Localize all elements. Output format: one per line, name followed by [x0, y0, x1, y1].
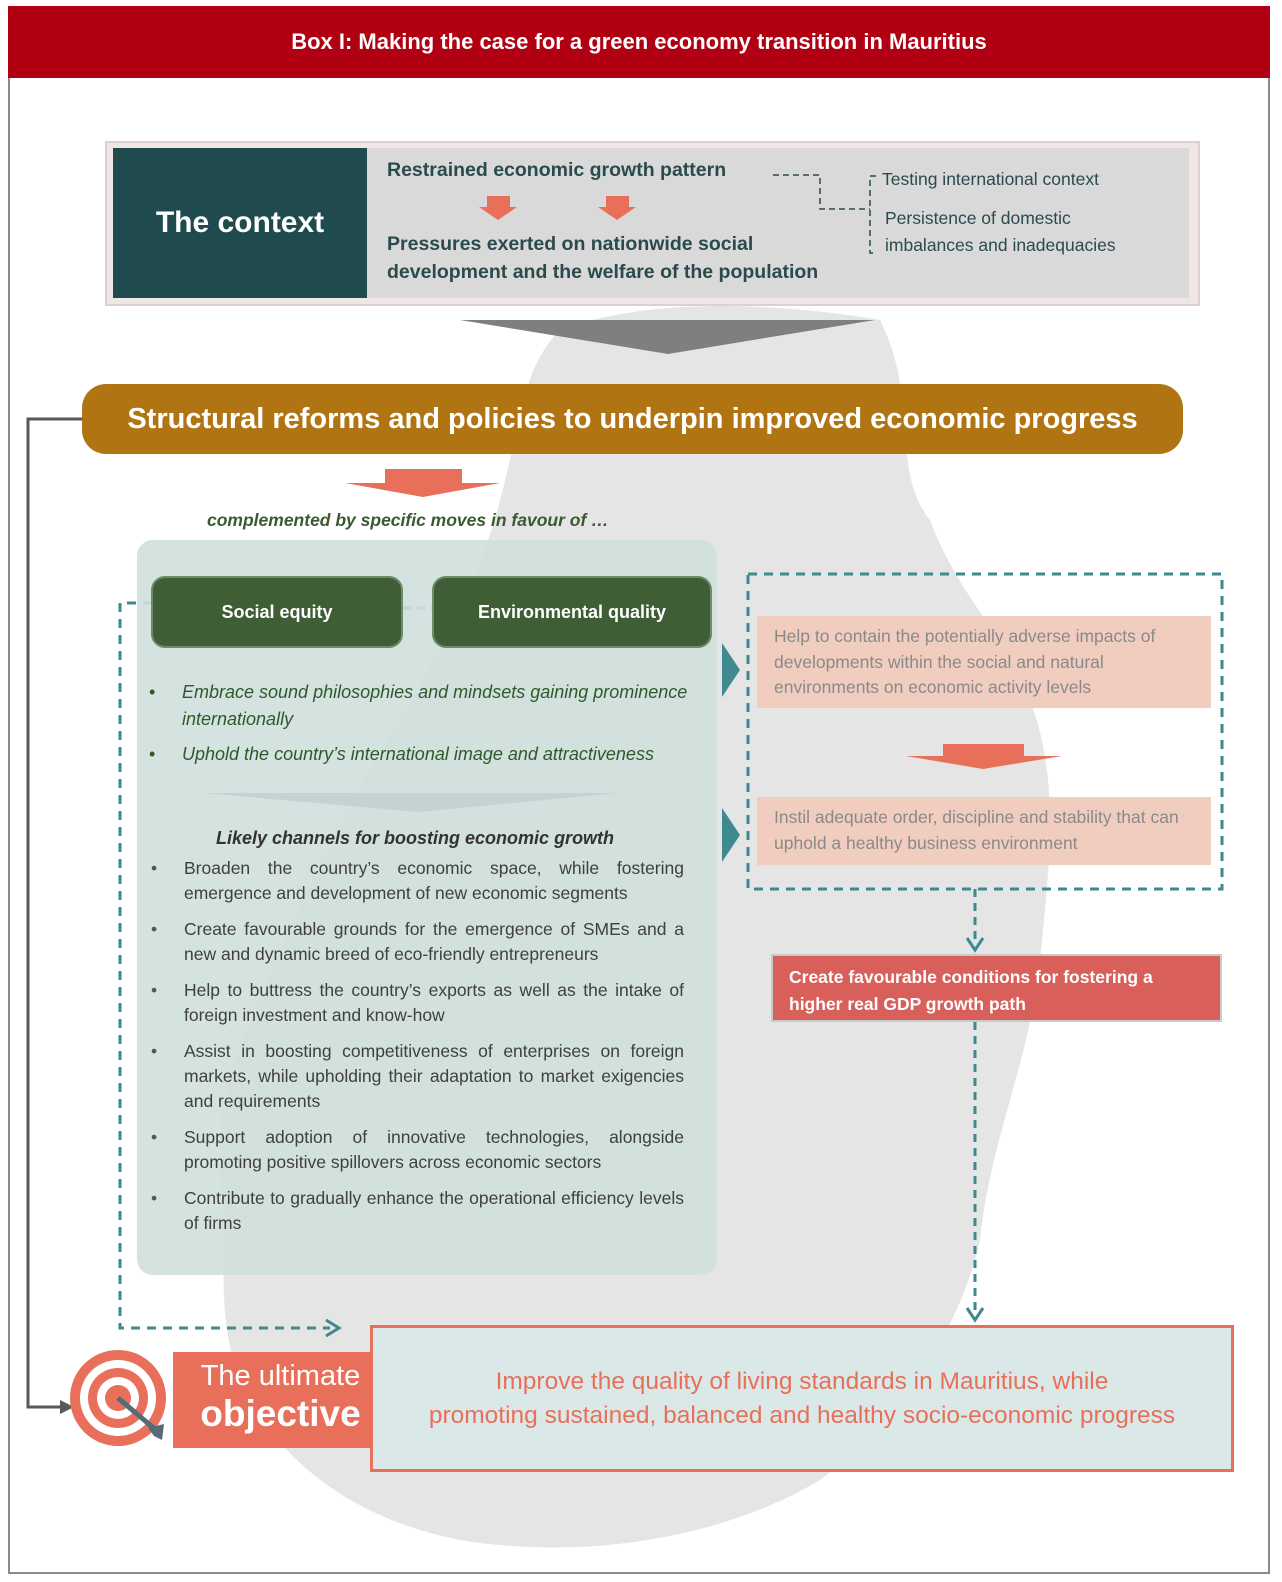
box-title: Box I: Making the case for a green econo…	[8, 6, 1270, 78]
list-item: Embrace sound philosophies and mindsets …	[137, 679, 712, 733]
contain-impacts-box: Help to contain the potentially adverse …	[757, 616, 1211, 708]
feedback-arrowhead-icon	[60, 1400, 74, 1414]
equity-arrowhead-icon	[325, 1318, 342, 1338]
feedback-line	[26, 417, 82, 1409]
list-item: Help to buttress the country’s exports a…	[137, 978, 684, 1028]
environmental-quality-pill: Environmental quality	[432, 576, 712, 648]
objective-line-1: Improve the quality of living standards …	[495, 1367, 1109, 1395]
pressures-line-2: development and the welfare of the popul…	[387, 261, 819, 283]
orange-down-arrow-icon	[906, 744, 1062, 769]
gdp-line-1: Create favourable conditions for fosteri…	[789, 967, 1153, 987]
domestic-line-2: imbalances and inadequacies	[885, 235, 1116, 255]
testing-context-text: Testing international context	[882, 169, 1099, 189]
domestic-line-1: Persistence of domestic	[885, 208, 1071, 228]
domestic-imbalances-text: Persistence of domestic imbalances and i…	[885, 205, 1116, 259]
context-label: The context	[113, 148, 367, 298]
gdp-arrowhead-icon	[965, 937, 985, 953]
down-arrow-icon	[479, 196, 517, 220]
social-equity-pill: Social equity	[151, 576, 403, 648]
channels-title: Likely channels for boosting economic gr…	[216, 828, 615, 848]
objective-box: Improve the quality of living standards …	[370, 1325, 1234, 1472]
list-item: Create favourable grounds for the emerge…	[137, 917, 684, 967]
pressures-line-1: Pressures exerted on nationwide social	[387, 233, 754, 255]
moves-list: Embrace sound philosophies and mindsets …	[137, 679, 712, 776]
gdp-growth-box: Create favourable conditions for fosteri…	[771, 954, 1222, 1022]
big-down-arrow-icon	[460, 320, 875, 354]
growth-pattern-text: Restrained economic growth pattern	[387, 159, 727, 181]
objective-label-line-2: objective	[200, 1393, 361, 1434]
list-item: Uphold the country’s international image…	[137, 741, 712, 768]
objective-arrowhead-icon	[965, 1307, 985, 1323]
ultimate-objective-label: The ultimate objective	[173, 1352, 388, 1448]
context-bracket	[869, 175, 876, 254]
list-item: Contribute to gradually enhance the oper…	[137, 1186, 684, 1236]
objective-line-2: promoting sustained, balanced and health…	[428, 1401, 1176, 1429]
right-triangle-icon	[722, 808, 740, 862]
channels-list: Broaden the country’s economic space, wh…	[137, 856, 684, 1247]
instil-order-box: Instil adequate order, discipline and st…	[757, 797, 1211, 865]
orange-down-arrow-icon	[345, 469, 500, 497]
gdp-line-2: higher real GDP growth path	[789, 994, 1026, 1014]
context-dashed-connector	[773, 174, 870, 210]
complemented-caption: complemented by specific moves in favour…	[207, 510, 609, 530]
objective-label-line-1: The ultimate	[200, 1360, 361, 1392]
list-item: Broaden the country’s economic space, wh…	[137, 856, 684, 906]
effects-dashed-box	[746, 572, 1224, 891]
list-item: Support adoption of innovative technolog…	[137, 1125, 684, 1175]
target-icon	[70, 1350, 166, 1446]
structural-reforms-banner: Structural reforms and policies to under…	[82, 384, 1183, 454]
down-arrow-icon	[598, 196, 636, 220]
list-item: Assist in boosting competitiveness of en…	[137, 1039, 684, 1114]
equity-dashed-loop	[118, 601, 330, 1330]
pressures-text: Pressures exerted on nationwide social d…	[387, 230, 818, 286]
right-triangle-icon	[722, 643, 740, 697]
